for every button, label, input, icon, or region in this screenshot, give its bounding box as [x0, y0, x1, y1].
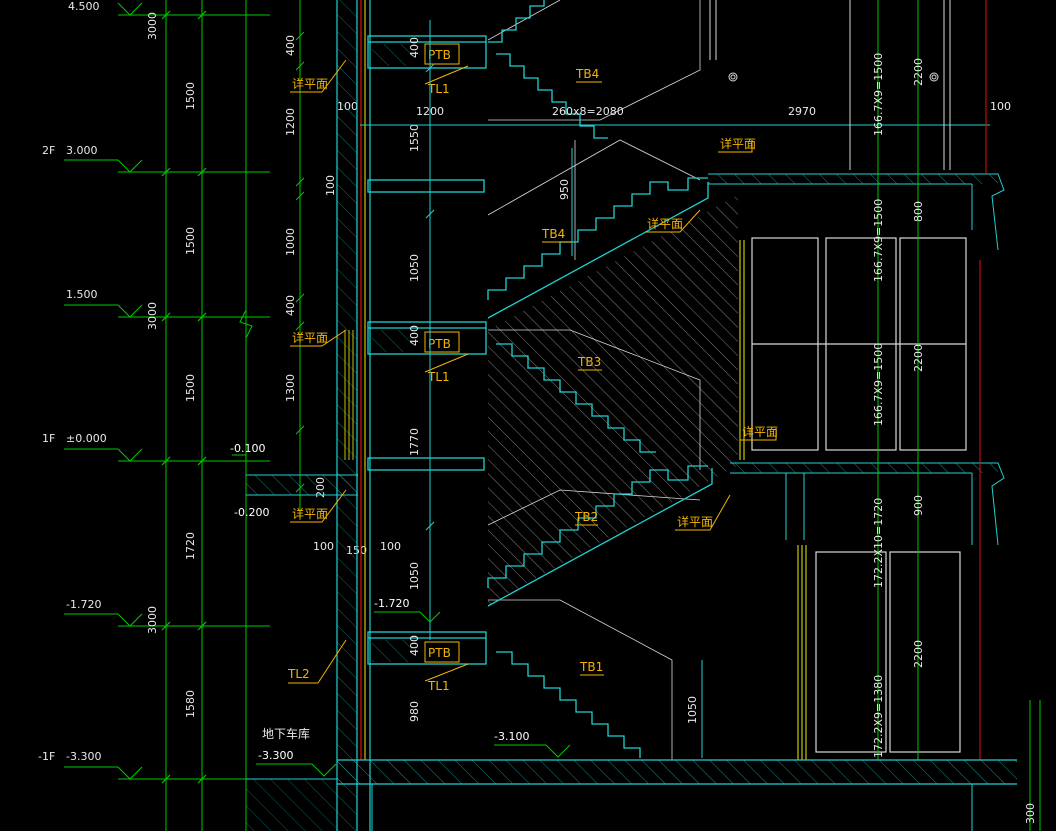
window-frames: [751, 237, 967, 753]
stair-1050-a: 1050: [408, 254, 421, 282]
dim-950: 950: [558, 179, 571, 200]
wall-dim-column: [295, 0, 305, 520]
door-handles: [728, 72, 939, 82]
stair-1050-b: 1050: [408, 562, 421, 590]
detail-callout-2: 详平面: [292, 330, 328, 345]
wall-400-a: 400: [284, 35, 297, 56]
stair-steps: [487, 0, 713, 758]
level-3000: 3.000: [66, 144, 98, 157]
detail-callout-1: 详平面: [292, 76, 328, 91]
level-1500: 1.500: [66, 288, 98, 301]
dim-300: 300: [1024, 803, 1037, 824]
beam-hatch: [372, 44, 412, 662]
wall-1300: 1300: [284, 374, 297, 402]
detail-leaders: [290, 59, 777, 531]
run-tb4: 260x8=2080: [552, 105, 624, 118]
height-2200-a: 2200: [912, 58, 925, 86]
label-tl1-top: TL1: [427, 82, 450, 96]
detail-callout-5: 详平面: [677, 514, 713, 529]
label-tl1-bottom: TL1: [427, 679, 450, 693]
stair-hatched-mass: [488, 195, 738, 605]
dim-1720: 1720: [184, 532, 197, 560]
dim-100-right: 100: [990, 100, 1011, 113]
level-minus-1720: -1.720: [66, 598, 101, 611]
tb-leaders: [542, 81, 604, 676]
level-minus-0100: -0.100: [230, 442, 265, 455]
elevation-ticks: [161, 10, 207, 784]
height-900: 900: [912, 495, 925, 516]
elevation-scale: [64, 0, 270, 831]
riser-2: 166.7X9=1500: [872, 199, 885, 282]
dim-2970: 2970: [788, 105, 816, 118]
right-slabs: [708, 173, 1005, 546]
level-tag-1f: 1F: [42, 432, 55, 445]
dim-3000-c: 3000: [146, 606, 159, 634]
run-dim-line: [360, 124, 990, 758]
dim-100-h2: 100: [380, 540, 401, 553]
label-tb3: TB3: [577, 355, 601, 369]
wall-100-a: 100: [324, 175, 337, 196]
landing-minus-1720: -1.720: [374, 597, 409, 610]
height-800: 800: [912, 201, 925, 222]
stair-1770: 1770: [408, 428, 421, 456]
landing-minus-3100: -3.100: [494, 730, 529, 743]
beam-labels-frames: [424, 43, 469, 682]
garage-label: 地下车库: [262, 726, 310, 741]
entry-slab: [232, 454, 358, 496]
stair-400-c: 400: [408, 635, 421, 656]
dim-1050-c: 1050: [686, 696, 699, 724]
dim-3000-a: 3000: [146, 12, 159, 40]
garage-level: -3.300: [258, 749, 293, 762]
riser-3: 166.7X9=1500: [872, 343, 885, 426]
level-tag-b1: -1F: [38, 750, 55, 763]
landing-beams: [367, 35, 487, 665]
dim-1500-b: 1500: [184, 227, 197, 255]
wall-1200: 1200: [284, 108, 297, 136]
wall-1000: 1000: [284, 228, 297, 256]
label-tl2: TL2: [287, 667, 310, 681]
riser-1: 166.7X9=1500: [872, 53, 885, 136]
stair-400-a: 400: [408, 37, 421, 58]
label-tl1-mid: TL1: [427, 370, 450, 384]
level-0000: ±0.000: [66, 432, 107, 445]
dim-3000-b: 3000: [146, 302, 159, 330]
dim-100-h: 100: [313, 540, 334, 553]
level-tag-2f: 2F: [42, 144, 55, 157]
detail-callout-6: 详平面: [720, 136, 756, 151]
left-wall: [336, 0, 371, 831]
label-ptb-mid: PTB: [428, 337, 451, 351]
label-ptb-bottom: PTB: [428, 646, 451, 660]
riser-5: 172.2X9=1380: [872, 675, 885, 758]
dim-1500-c: 1500: [184, 374, 197, 402]
label-tb4-mid: TB4: [541, 227, 565, 241]
stair-980: 980: [408, 701, 421, 722]
label-tb2: TB2: [574, 510, 598, 524]
dim-1500-a: 1500: [184, 82, 197, 110]
riser-4: 172.2X10=1720: [872, 498, 885, 588]
detail-callout-4: 详平面: [647, 216, 683, 231]
basement-slab: [246, 700, 1041, 831]
detail-callout-3: 详平面: [292, 506, 328, 521]
level-4500: 4.500: [68, 0, 100, 13]
right-vertical-lines: [709, 0, 987, 760]
stair-dim-column: [425, 20, 435, 640]
level-minus-0200: -0.200: [234, 506, 269, 519]
stair-1550: 1550: [408, 124, 421, 152]
label-tb4-top: TB4: [575, 67, 599, 81]
label-ptb-top: PTB: [428, 48, 451, 62]
height-2200-b: 2200: [912, 344, 925, 372]
dim-1580: 1580: [184, 690, 197, 718]
level-minus-3300: -3.300: [66, 750, 101, 763]
height-2200-c: 2200: [912, 640, 925, 668]
stair-outlines: [487, 0, 701, 760]
label-tb1: TB1: [579, 660, 603, 674]
stair-400-b: 400: [408, 325, 421, 346]
wall-400-b: 400: [284, 295, 297, 316]
detail-callout-7: 详平面: [742, 424, 778, 439]
